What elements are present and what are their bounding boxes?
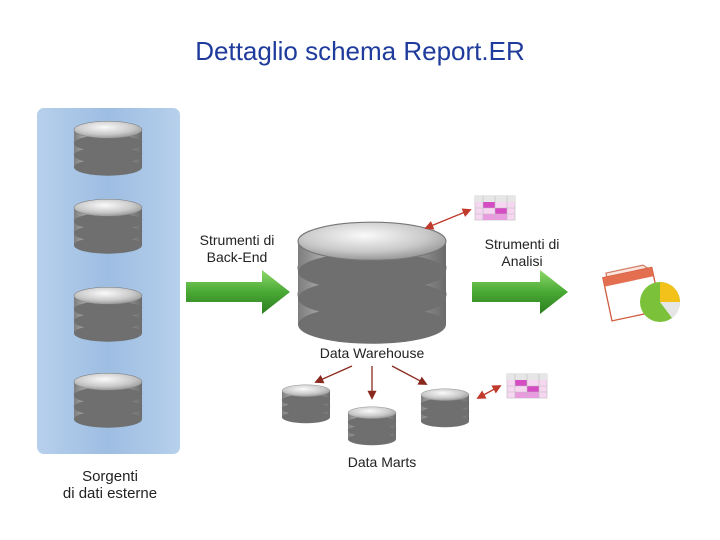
data-mart-left-icon bbox=[281, 384, 331, 424]
analysis-arrow-icon bbox=[472, 270, 568, 314]
data-mart-right-icon bbox=[420, 388, 470, 428]
sources-panel bbox=[37, 108, 180, 454]
sources-label: Sorgenti di dati esterne bbox=[62, 468, 158, 502]
source-database-1-icon bbox=[73, 120, 143, 177]
source-database-2-icon bbox=[73, 198, 143, 255]
warehouse-grid-link-icon bbox=[424, 208, 472, 230]
warehouse-label: Data Warehouse bbox=[319, 345, 425, 361]
mart-left-arrow-icon bbox=[314, 365, 353, 384]
data-warehouse-icon bbox=[297, 221, 447, 345]
report-chart-icon bbox=[602, 264, 680, 322]
source-database-4-icon bbox=[73, 372, 143, 429]
backend-arrow-icon bbox=[186, 270, 290, 314]
mart-right-arrow-icon bbox=[391, 365, 428, 385]
query-grid-top-icon bbox=[474, 195, 516, 221]
data-mart-center-icon bbox=[347, 406, 397, 446]
query-grid-bottom-icon bbox=[506, 373, 548, 399]
marts-label: Data Marts bbox=[347, 454, 417, 470]
analysis-label: Strumenti di Analisi bbox=[484, 236, 560, 269]
page-title: Dettaglio schema Report.ER bbox=[195, 36, 525, 66]
backend-label: Strumenti di Back-End bbox=[199, 232, 275, 265]
mart-grid-link-icon bbox=[476, 385, 502, 399]
source-database-3-icon bbox=[73, 286, 143, 343]
